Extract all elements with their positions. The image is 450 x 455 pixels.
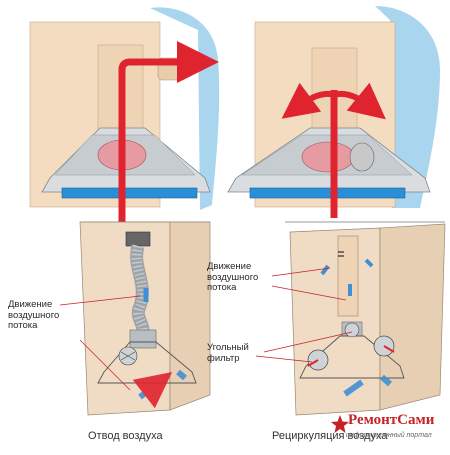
recirc-arrow-blue-1 — [320, 264, 330, 276]
top-right-recirculation-illustration — [227, 6, 440, 218]
logo-title: РемонтСами — [348, 412, 435, 428]
fan-blade-left — [120, 351, 136, 361]
pointer-line-left-2 — [79, 339, 131, 391]
carbon-filter-label-line1: Угольный — [207, 342, 249, 353]
pointer-line-right-4 — [263, 331, 353, 353]
grease-filter-right — [249, 187, 406, 199]
logo-subtitle: информационный портал — [346, 432, 432, 439]
fan-disc-right — [344, 322, 360, 338]
airflow-label-right-line2: воздушного — [207, 271, 259, 283]
recirculation-arrow-left — [281, 82, 336, 119]
pointer-line-right-3 — [255, 355, 313, 363]
intake-arrow-right-2 — [380, 374, 392, 387]
logo-star-icon — [331, 415, 349, 433]
airflow-label-right-line1: Движение — [207, 261, 252, 272]
intake-arrow-left-2 — [176, 369, 187, 381]
corrugated-duct-ribs — [131, 244, 148, 336]
airflow-label-left-line1: Движение — [8, 299, 53, 310]
carbon-filter-label: Угольный фильтр — [207, 342, 249, 364]
recirc-arrow-blue-2 — [364, 258, 374, 268]
site-logo: РемонтСами информационный портал — [330, 410, 448, 450]
hood-frame-right — [299, 335, 405, 379]
caption-exhaust: Отвод воздуха — [88, 430, 163, 442]
wall-panel-right — [289, 227, 381, 416]
recirculation-arrow-right — [333, 82, 386, 120]
airflow-label-left-line3: потока — [8, 320, 38, 331]
carbon-filter-right — [349, 142, 375, 172]
top-left-exhaust-illustration — [29, 7, 220, 222]
hood-frame-left — [97, 341, 197, 384]
carbon-filter-label-line2: фильтр — [207, 352, 240, 364]
grill-vent-right — [338, 251, 344, 257]
wall-side-left — [169, 221, 211, 411]
bottom-right-recirculation-schematic — [255, 221, 446, 416]
airflow-label-right: Движение воздушного потока — [207, 261, 259, 294]
duct-outlet-left — [125, 231, 151, 247]
bottom-left-exhaust-schematic — [59, 221, 211, 416]
pointer-line-right-1 — [271, 267, 331, 277]
airflow-label-right-line3: потока — [207, 282, 237, 293]
intake-arrow-left-1 — [132, 371, 173, 409]
exhaust-arrow-red — [118, 41, 219, 222]
grease-filter-left — [61, 187, 198, 199]
airflow-label-left: Движение воздушного потока — [8, 299, 60, 332]
duct-collar-left — [129, 329, 157, 349]
pointer-line-right-2 — [271, 285, 347, 301]
filter-arrow-right — [383, 345, 395, 353]
filter-arrow-left — [307, 359, 319, 367]
airflow-label-left-line2: воздушного — [8, 309, 60, 321]
telescopic-box-right — [337, 235, 359, 317]
intake-arrow-right-1 — [343, 379, 364, 397]
pointer-line-left-1 — [59, 295, 141, 306]
caption-recirculation: Рециркуляция воздуха — [272, 430, 388, 442]
fan-motor-right — [301, 141, 355, 173]
